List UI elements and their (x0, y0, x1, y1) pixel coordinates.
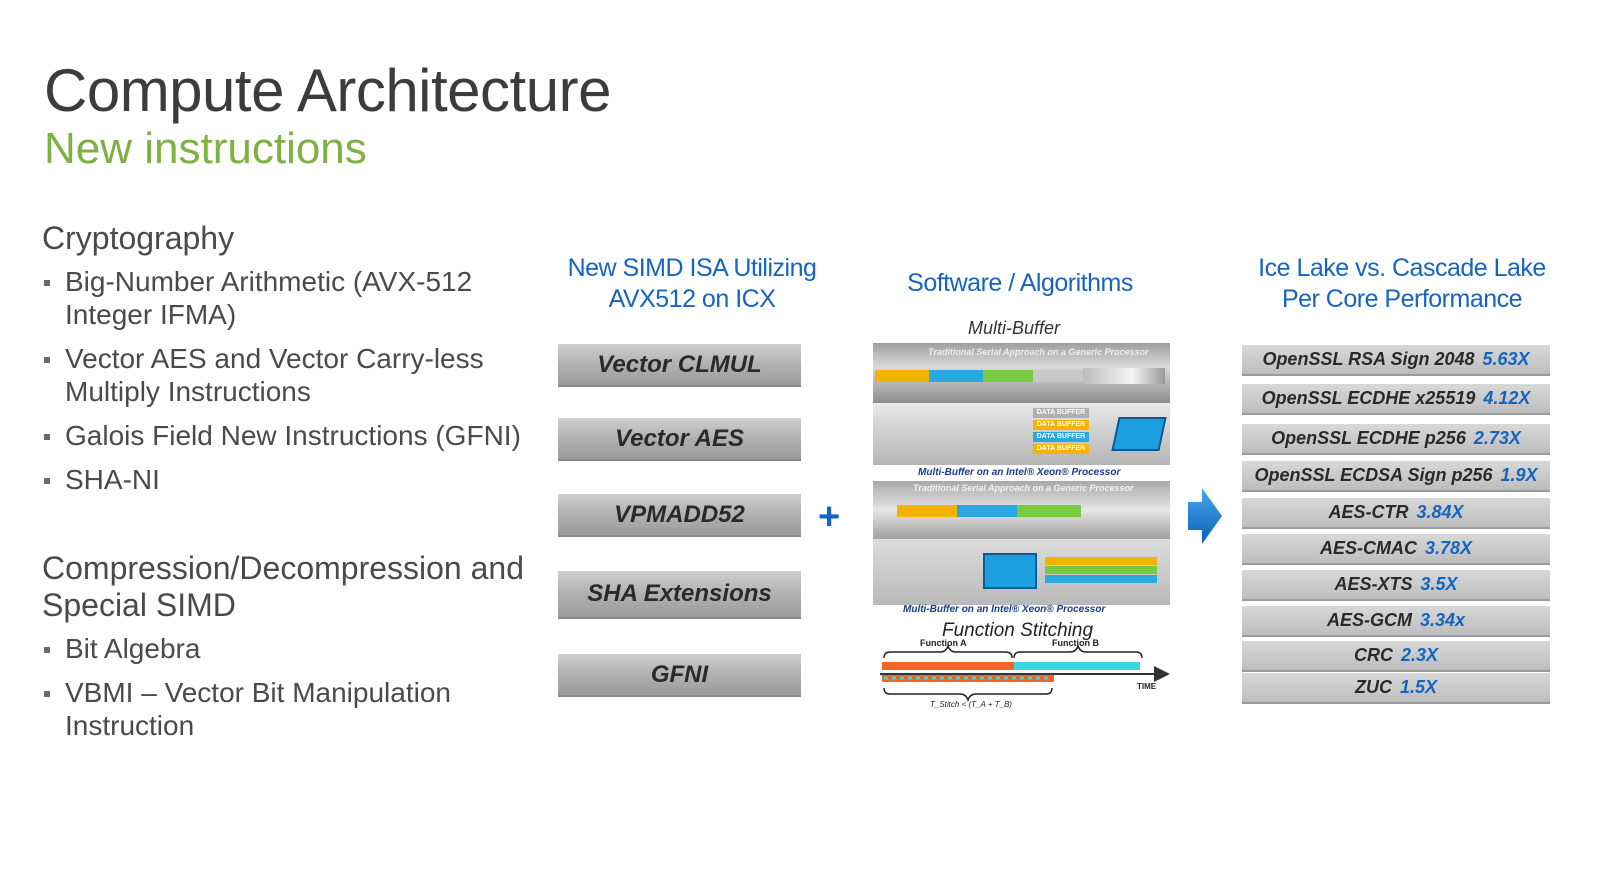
bullet-item: VBMI – Vector Bit Manipulation Instructi… (42, 676, 552, 742)
isa-heading-line2: AVX512 on ICX (608, 285, 776, 313)
speedup-value: 3.84X (1416, 502, 1464, 522)
performance-row: OpenSSL RSA Sign 2048 5.63X (1242, 345, 1550, 376)
data-buffer-chip: DATA BUFFER (1033, 432, 1089, 442)
isa-item-gfni: GFNI (558, 654, 801, 697)
speedup-value: 4.12X (1483, 388, 1531, 408)
isa-heading-line1: New SIMD ISA Utilizing (567, 254, 817, 282)
performance-row: AES-XTS 3.5X (1242, 570, 1550, 601)
performance-row: AES-GCM 3.34x (1242, 606, 1550, 637)
metric-name: OpenSSL ECDSA Sign p256 (1254, 465, 1493, 485)
panel-caption: Multi-Buffer on an Intel® Xeon® Processo… (918, 467, 1121, 478)
performance-row: OpenSSL ECDSA Sign p256 1.9X (1242, 461, 1550, 492)
compression-bullet-list: Bit Algebra VBMI – Vector Bit Manipulati… (42, 632, 552, 742)
data-buffer-chip: DATA BUFFER (1033, 420, 1089, 430)
plus-icon: + (818, 496, 841, 538)
function-b-bar (1014, 662, 1140, 670)
performance-heading-line2: Per Core Performance (1281, 285, 1523, 313)
multibuffer-diagram: DATA BUFFER DATA BUFFER DATA BUFFER DATA… (873, 403, 1170, 465)
speedup-value: 3.5X (1420, 574, 1458, 594)
data-buffer-chip: DATA BUFFER (1033, 444, 1089, 454)
cryptography-bullet-list: Big-Number Arithmetic (AVX-512 Integer I… (42, 265, 552, 496)
speedup-value: 1.5X (1399, 677, 1438, 697)
metric-name: AES-XTS (1334, 574, 1413, 594)
data-segment (897, 505, 957, 517)
function-b-brace (1013, 643, 1143, 659)
processor-block (1111, 417, 1167, 451)
performance-row: CRC 2.3X (1242, 641, 1550, 672)
speedup-value: 2.73X (1473, 428, 1521, 448)
isa-item-vpmadd52: VPMADD52 (558, 494, 801, 537)
metric-name: OpenSSL ECDHE p256 (1271, 428, 1466, 448)
metric-name: AES-CMAC (1319, 538, 1417, 558)
isa-item-vector-clmul: Vector CLMUL (558, 344, 801, 387)
metric-name: ZUC (1354, 677, 1392, 697)
speedup-value: 1.9X (1500, 465, 1538, 485)
data-segment (1045, 566, 1157, 574)
data-segment (957, 505, 1017, 517)
metric-name: CRC (1353, 645, 1393, 665)
metric-name: AES-GCM (1326, 610, 1412, 630)
function-stitching-diagram (880, 643, 1170, 703)
speedup-value: 3.78X (1424, 538, 1473, 558)
bullet-item: Bit Algebra (42, 632, 552, 665)
data-buffer-strip (875, 370, 1083, 382)
time-arrow-icon (1154, 666, 1170, 682)
performance-row: OpenSSL ECDHE p256 2.73X (1242, 424, 1550, 455)
right-arrow-icon (1188, 488, 1222, 544)
function-b-label: Function B (1052, 638, 1099, 648)
serial-approach-diagram-2: Traditional Serial Approach on a Generic… (873, 481, 1170, 539)
software-heading: Software / Algorithms (907, 269, 1133, 297)
performance-column-heading: Ice Lake vs. Cascade Lake Per Core Perfo… (1248, 253, 1556, 315)
stitch-brace (883, 687, 1053, 703)
isa-item-vector-aes: Vector AES (558, 418, 801, 461)
isa-item-sha-extensions: SHA Extensions (558, 571, 801, 619)
function-a-brace (883, 643, 1013, 659)
time-label: TIME (1137, 682, 1157, 691)
panel-caption: Traditional Serial Approach on a Generic… (913, 483, 1134, 493)
isa-column-heading: New SIMD ISA Utilizing AVX512 on ICX (556, 253, 828, 315)
data-buffer-chip: DATA BUFFER (1033, 408, 1089, 418)
section-heading-compression: Compression/Decompression and Special SI… (42, 550, 524, 623)
processing-pipe (1083, 368, 1165, 384)
slide-subtitle: New instructions (44, 124, 367, 173)
performance-row: OpenSSL ECDHE x25519 4.12X (1242, 384, 1550, 415)
performance-heading-line1: Ice Lake vs. Cascade Lake (1258, 254, 1546, 282)
data-segment (1045, 557, 1157, 565)
performance-row: ZUC 1.5X (1242, 673, 1550, 704)
bullet-item: Vector AES and Vector Carry-less Multipl… (42, 342, 552, 408)
data-segment (1045, 575, 1157, 583)
metric-name: OpenSSL RSA Sign 2048 (1262, 349, 1475, 369)
function-a-bar (882, 662, 1014, 670)
performance-row: AES-CTR 3.84X (1242, 498, 1550, 529)
section-heading-cryptography: Cryptography (42, 220, 235, 256)
speedup-value: 3.34x (1419, 610, 1466, 630)
multibuffer-diagram-2 (873, 539, 1170, 605)
speedup-value: 2.3X (1400, 645, 1439, 665)
function-a-label: Function A (920, 638, 967, 648)
performance-row: AES-CMAC 3.78X (1242, 534, 1550, 565)
slide-title: Compute Architecture (44, 57, 611, 124)
serial-approach-diagram: Traditional Serial Approach on a Generic… (873, 343, 1170, 403)
stitch-formula: T_Stitch < (T_A + T_B) (930, 700, 1012, 709)
metric-name: AES-CTR (1328, 502, 1409, 522)
multi-buffer-label: Multi-Buffer (968, 318, 1061, 338)
bullet-item: SHA-NI (42, 463, 552, 496)
left-text-column: Cryptography Big-Number Arithmetic (AVX-… (42, 220, 552, 753)
function-stitching-label: Function Stitching (942, 620, 1094, 641)
data-segment (1017, 505, 1081, 517)
metric-name: OpenSSL ECDHE x25519 (1261, 388, 1476, 408)
bullet-item: Big-Number Arithmetic (AVX-512 Integer I… (42, 265, 552, 331)
panel-caption: Multi-Buffer on an Intel® Xeon® Processo… (903, 604, 1106, 615)
bullet-item: Galois Field New Instructions (GFNI) (42, 419, 552, 452)
processor-block (983, 553, 1037, 589)
panel-caption: Traditional Serial Approach on a Generic… (928, 347, 1149, 357)
speedup-value: 5.63X (1482, 349, 1530, 369)
